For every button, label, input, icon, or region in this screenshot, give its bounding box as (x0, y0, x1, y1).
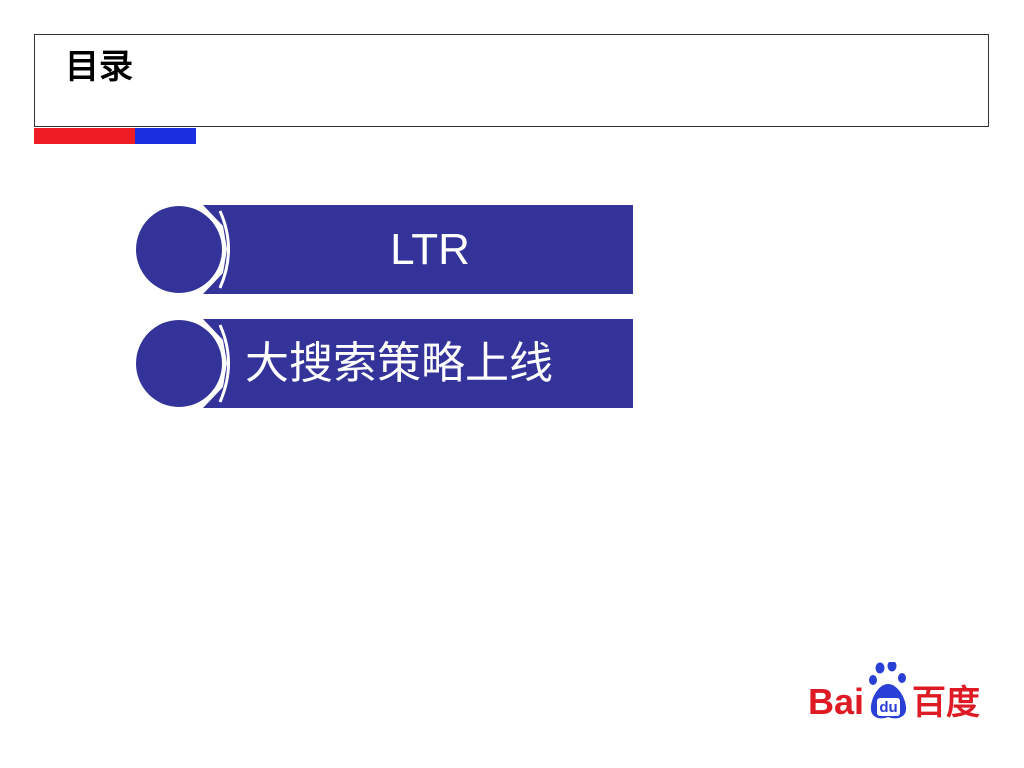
title-box: 目录 (34, 34, 989, 127)
page-title: 目录 (65, 47, 133, 87)
logo-text-cn: 百度 (912, 683, 980, 723)
toc-item-shape (136, 205, 633, 294)
toc-item-shape (136, 319, 633, 408)
logo-paw-text: du (879, 699, 897, 716)
toc-item-ltr[interactable]: LTR (135, 205, 633, 294)
paw-icon: du (869, 662, 907, 719)
toc-item-search-strategy[interactable]: 大搜索策略上线 (135, 319, 633, 408)
logo-text-latin: Bai (808, 681, 865, 722)
toc-item-label: 大搜索策略上线 (245, 338, 553, 389)
accent-bar-blue (135, 128, 196, 144)
accent-bar-red (34, 128, 135, 144)
toc-item-label: LTR (390, 225, 470, 274)
baidu-logo: Bai du 百度 (808, 662, 988, 722)
